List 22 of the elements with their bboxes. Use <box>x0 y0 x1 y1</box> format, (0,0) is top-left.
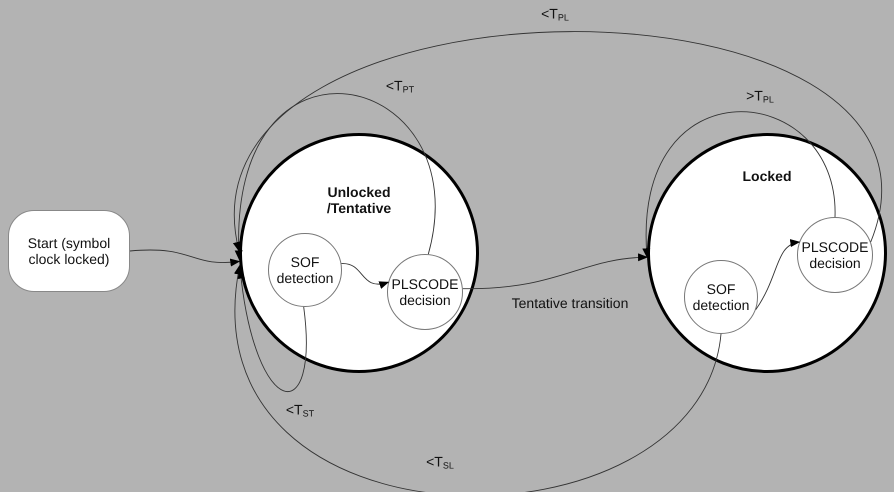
state-title: Locked <box>741 168 792 184</box>
edge-label: <T$_{PT}$ <box>386 78 414 94</box>
state-label: SOF detection <box>692 281 750 313</box>
edge-label: <T$_{ST}$ <box>286 402 314 418</box>
state-label: SOF detection <box>276 254 334 286</box>
start-state-box <box>8 210 130 292</box>
transition-arrow <box>234 31 882 252</box>
edge-label: Tentative transition <box>512 295 628 311</box>
state-title: Unlocked /Tentative <box>326 184 392 216</box>
transition-arrow <box>235 264 722 492</box>
state-label: Start (symbol clock locked) <box>26 235 112 267</box>
edge-label: <T$_{SL}$ <box>426 454 454 470</box>
transition-arrow <box>462 254 648 290</box>
transition-arrow <box>755 240 800 310</box>
state-label: PLSCODE decision <box>390 276 460 308</box>
state-label: PLSCODE decision <box>800 239 870 271</box>
transition-arrow <box>341 263 390 288</box>
transition-arrow <box>643 111 836 258</box>
transition-arrow <box>130 250 240 266</box>
edge-label: <T$_{PL}$ <box>541 6 569 22</box>
edge-label: >T$_{PL}$ <box>746 88 774 104</box>
transition-arrow <box>235 94 436 260</box>
